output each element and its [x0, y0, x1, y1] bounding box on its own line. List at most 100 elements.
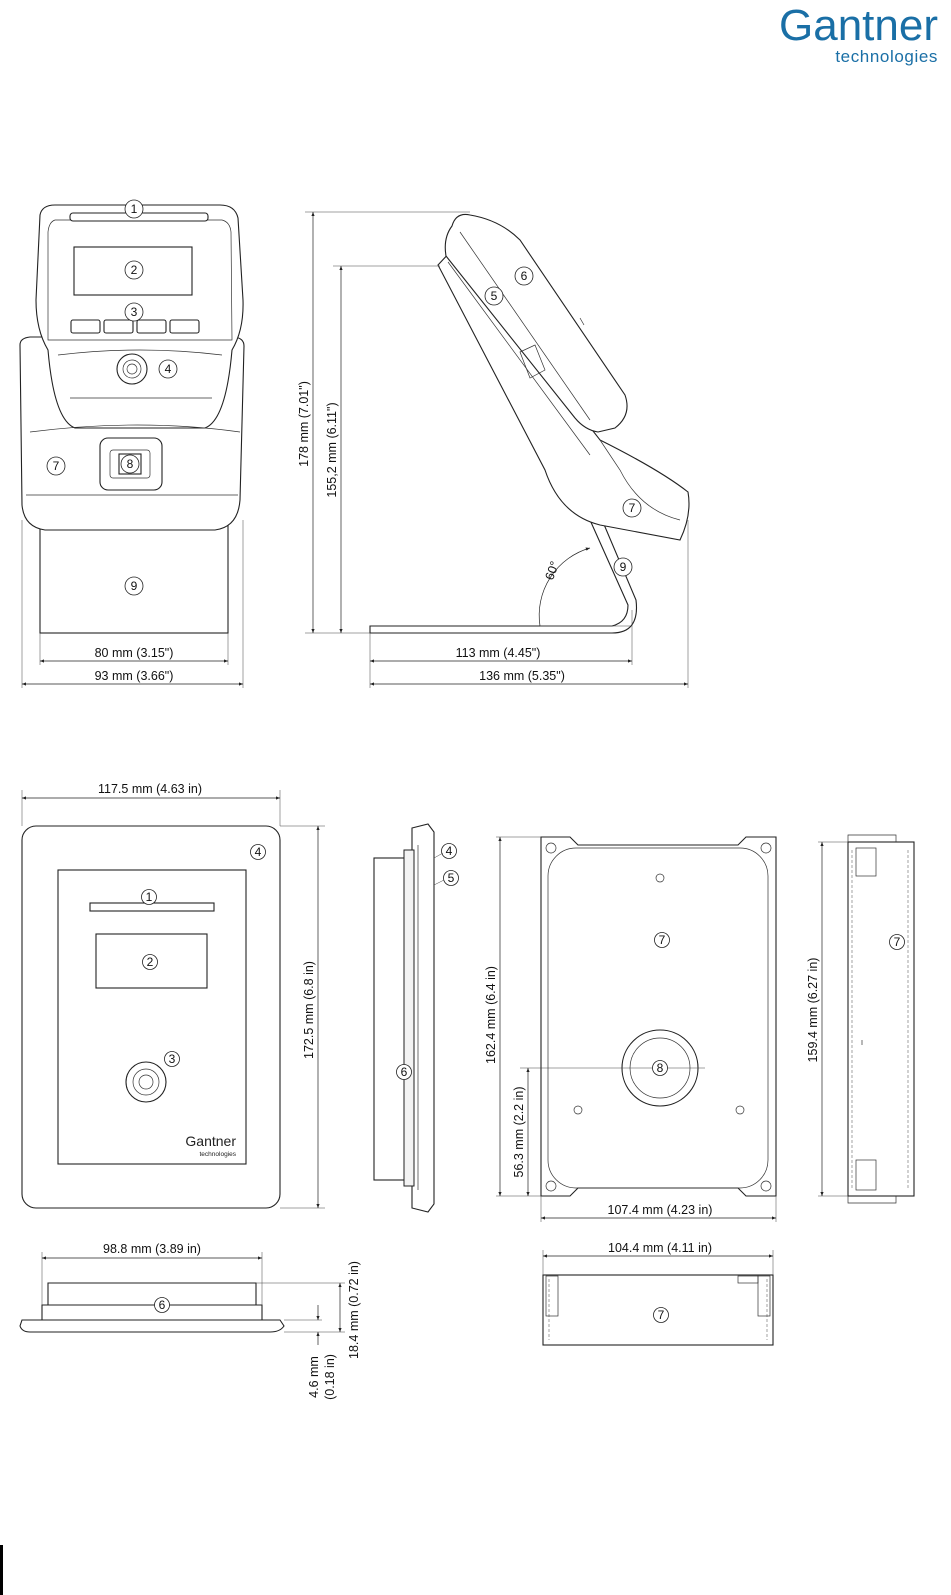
callout-wallside-4: 4 [441, 843, 457, 859]
callout-box-8: 8 [652, 1060, 668, 1076]
svg-text:9: 9 [620, 560, 627, 574]
dim-wall-plate-depth-2: (0.18 in) [323, 1354, 337, 1400]
callout-front-3: 3 [124, 302, 144, 322]
svg-text:4: 4 [165, 362, 172, 376]
dim-box-bottom-width: 104.4 mm (4.11 in) [608, 1241, 712, 1255]
box-inner [547, 847, 769, 1189]
svg-text:5: 5 [448, 871, 455, 885]
dim-side-lower-height: 155,2 mm (6.11") [325, 402, 339, 497]
wall-side-view [373, 823, 435, 1213]
dim-wall-bottom-width: 98.8 mm (3.89 in) [103, 1242, 201, 1256]
key-1 [70, 319, 101, 334]
wall-side-plate [411, 823, 435, 1213]
wall-reader [125, 1061, 167, 1103]
callout-boxbottom-7: 7 [653, 1307, 669, 1323]
svg-text:7: 7 [629, 501, 636, 515]
dim-side-total-height: 178 mm (7.01") [297, 381, 311, 467]
svg-text:2: 2 [131, 263, 138, 277]
stand-side [369, 514, 638, 634]
key-2 [103, 319, 134, 334]
callout-wall-4: 4 [250, 844, 266, 860]
svg-text:4: 4 [255, 845, 262, 859]
svg-text:1: 1 [131, 202, 138, 216]
callout-front-9: 9 [124, 576, 144, 596]
dim-wall-width: 117.5 mm (4.63 in) [98, 782, 202, 796]
reader-lock [116, 353, 148, 385]
callout-front-8: 8 [120, 454, 140, 474]
box-bottom-view [542, 1274, 774, 1346]
callout-side-5: 5 [484, 286, 504, 306]
dim-side-base-width: 113 mm (4.45") [456, 646, 541, 660]
wall-bottom-dimensions: 98.8 mm (3.89 in) 18.4 mm (0.72 in) 4.6 … [41, 1242, 361, 1400]
brand-subtitle: technologies [835, 47, 938, 66]
key-4 [169, 319, 200, 334]
svg-text:3: 3 [169, 1052, 176, 1066]
dim-side-total-width: 136 mm (5.35") [479, 669, 565, 683]
side-dimensions: 178 mm (7.01") 155,2 mm (6.11") 60° 113 … [297, 211, 689, 688]
wall-front-dimensions: 117.5 mm (4.63 in) 172.5 mm (6.8 in) [21, 782, 325, 1209]
callout-boxside-7: 7 [889, 934, 905, 950]
callout-wall-1: 1 [141, 889, 157, 905]
svg-text:7: 7 [53, 459, 60, 473]
dim-front-outer-width: 93 mm (3.66") [95, 669, 174, 683]
box-bottom-body [542, 1274, 774, 1346]
svg-text:5: 5 [491, 289, 498, 303]
dim-box-side-height: 159.4 mm (6.27 in) [806, 958, 820, 1063]
device-housing-side [444, 213, 628, 433]
svg-text:7: 7 [658, 1308, 665, 1322]
box-side-view [847, 834, 915, 1204]
dim-side-angle: 60° [542, 559, 562, 582]
dim-box-width: 107.4 mm (4.23 in) [608, 1203, 713, 1217]
svg-text:9: 9 [131, 579, 138, 593]
box-outer [540, 836, 777, 1197]
page-margin-bar [0, 1545, 3, 1595]
svg-text:7: 7 [659, 933, 666, 947]
box-side-body [847, 841, 915, 1197]
svg-text:8: 8 [657, 1061, 664, 1075]
svg-text:8: 8 [127, 457, 134, 471]
box-side-dimensions: 159.4 mm (6.27 in) [806, 841, 848, 1197]
side-view-device [369, 213, 690, 634]
brand-logo: Gantner technologies [779, 1, 938, 66]
callout-wallside-5: 5 [443, 870, 459, 886]
svg-text:2: 2 [147, 955, 154, 969]
svg-text:3: 3 [131, 305, 138, 319]
wall-bottom-body [47, 1282, 257, 1306]
dim-wall-height: 172.5 mm (6.8 in) [302, 961, 316, 1059]
wall-panel [57, 869, 247, 1165]
callout-wall-3: 3 [164, 1051, 180, 1067]
box-front-view [520, 836, 777, 1197]
callout-front-4: 4 [158, 359, 178, 379]
callout-wallbottom-6: 6 [154, 1297, 170, 1313]
svg-text:6: 6 [159, 1298, 166, 1312]
wall-front-view: Gantner technologies [21, 825, 281, 1209]
key-3 [136, 319, 167, 334]
dim-box-height: 162.4 mm (6.4 in) [484, 966, 498, 1064]
callout-side-6: 6 [514, 266, 534, 286]
wall-bottom-view [19, 1282, 285, 1333]
dim-wall-plate-depth-1: 4.6 mm [307, 1356, 321, 1398]
svg-text:4: 4 [446, 844, 453, 858]
box-front-dimensions: 162.4 mm (6.4 in) 56.3 mm (2.2 in) 107.4… [484, 836, 777, 1222]
svg-text:1: 1 [146, 890, 153, 904]
box-bottom-dimensions: 104.4 mm (4.11 in) [542, 1241, 774, 1275]
callout-wall-2: 2 [142, 954, 158, 970]
device-logo-sub: technologies [200, 1151, 237, 1158]
svg-text:7: 7 [894, 935, 901, 949]
front-view-device [19, 204, 245, 634]
dim-front-inner-width: 80 mm (3.15") [95, 646, 174, 660]
callout-box-7: 7 [654, 932, 670, 948]
callout-front-1: 1 [124, 199, 144, 219]
svg-text:6: 6 [401, 1065, 408, 1079]
front-dimensions: 80 mm (3.15") 93 mm (3.66") [21, 520, 244, 688]
dim-box-hole-height: 56.3 mm (2.2 in) [512, 1086, 526, 1177]
svg-text:6: 6 [521, 269, 528, 283]
callout-wallside-6: 6 [396, 1064, 412, 1080]
callout-side-7: 7 [622, 498, 642, 518]
callout-front-2: 2 [124, 260, 144, 280]
wall-bottom-plate [19, 1319, 285, 1333]
callout-side-9: 9 [613, 557, 633, 577]
brand-name: Gantner [779, 1, 938, 50]
dim-wall-total-depth: 18.4 mm (0.72 in) [347, 1261, 361, 1359]
